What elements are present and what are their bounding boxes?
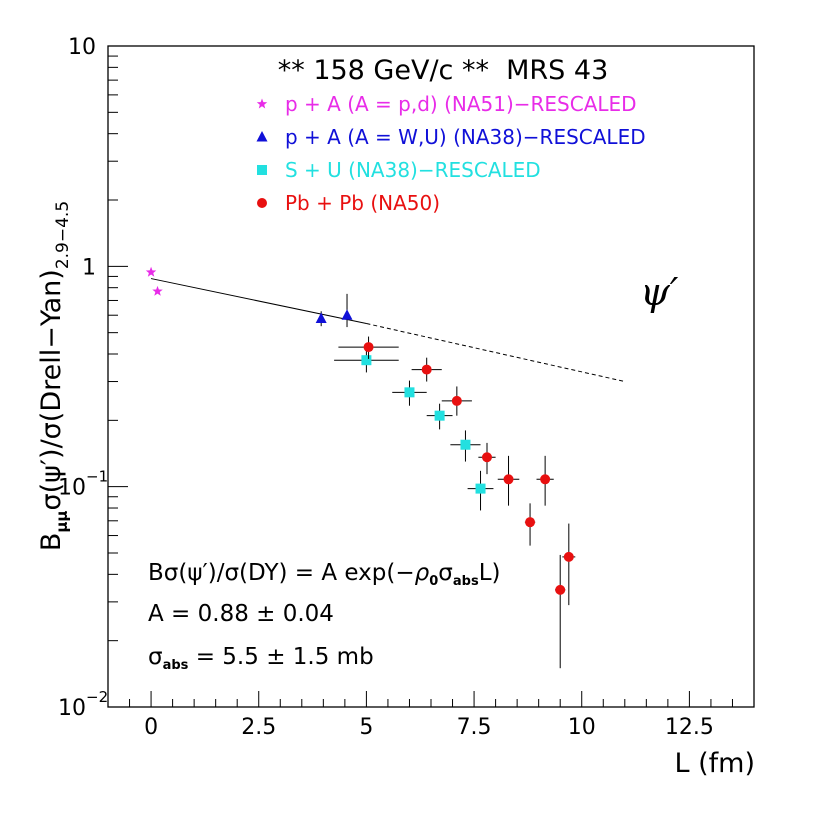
formula-rho-sub: 0 xyxy=(429,574,438,589)
data-point xyxy=(563,551,574,562)
legend-marker xyxy=(256,131,268,142)
x-tick-label: 10 xyxy=(568,715,596,740)
fit-formula: Bσ(ψ′)/σ(DY) = A exp(−ρ0σabsL) xyxy=(148,560,500,589)
y-label-body: σ(ψ′)/σ(Drell−Yan) xyxy=(36,269,67,510)
sigma-abs-symbol: σ xyxy=(148,644,163,670)
legend-label: p + A (A = W,U) (NA38)−RESCALED xyxy=(285,125,646,149)
x-tick-label: 2.5 xyxy=(241,715,276,740)
chart-title: ** 158 GeV/c ** MRS 43 xyxy=(278,55,609,86)
legend-marker xyxy=(257,165,267,175)
data-point xyxy=(475,483,486,494)
legend-label: Pb + Pb (NA50) xyxy=(285,191,440,215)
sigma-abs-sub: abs xyxy=(163,658,189,673)
x-tick-label: 7.5 xyxy=(457,715,492,740)
formula-lead: Bσ(ψ′)/σ(DY) = A exp(− xyxy=(148,560,415,586)
legend-marker xyxy=(256,98,268,109)
y-axis-label: Bμμσ(ψ′)/σ(Drell−Yan)2.9−4.5 xyxy=(36,201,73,551)
formula-sigma: σ xyxy=(438,560,453,586)
fit-line-dashed xyxy=(366,323,625,383)
data-point xyxy=(361,355,372,366)
data-point xyxy=(145,266,157,277)
amplitude-annotation: A = 0.88 ± 0.04 xyxy=(148,601,334,627)
data-point xyxy=(404,387,415,398)
particle-label: ψ′ xyxy=(640,270,679,314)
y-tick-exponent: −2 xyxy=(86,688,108,706)
data-point xyxy=(525,517,536,528)
data-point xyxy=(503,474,514,485)
axis-ticks xyxy=(108,55,755,708)
legend: p + A (A = p,d) (NA51)−RESCALED p + A (A … xyxy=(256,92,646,215)
data-point xyxy=(341,309,353,320)
data-point xyxy=(152,285,163,296)
y-tick-label: 1 xyxy=(82,255,96,280)
sigma-abs-annotation: σabs = 5.5 ± 1.5 mb xyxy=(148,644,374,673)
data-point xyxy=(363,342,374,353)
data-point xyxy=(540,474,551,485)
data-point xyxy=(434,410,445,421)
legend-marker xyxy=(257,198,267,208)
formula-tail: L) xyxy=(479,560,501,586)
legend-label: S + U (NA38)−RESCALED xyxy=(285,158,541,182)
x-tick-label: 0 xyxy=(144,715,158,740)
x-tick-label: 5 xyxy=(359,715,373,740)
data-point xyxy=(460,439,471,450)
y-label-mumu: μμ xyxy=(53,511,71,533)
fit-line xyxy=(150,278,625,383)
data-point xyxy=(421,364,432,375)
fit-line-solid xyxy=(150,278,367,325)
y-tick-label: 10−2 xyxy=(58,688,108,721)
data-point xyxy=(315,312,327,323)
y-tick-label: 10 xyxy=(68,35,96,60)
y-label-b: B xyxy=(36,533,67,552)
data-point xyxy=(555,584,566,595)
data-point xyxy=(451,395,462,406)
legend-label: p + A (A = p,d) (NA51)−RESCALED xyxy=(285,92,637,116)
y-tick-exponent: −1 xyxy=(86,468,108,486)
formula-sigma-sub: abs xyxy=(453,574,479,589)
x-tick-label: 12.5 xyxy=(665,715,714,740)
data-point xyxy=(481,452,492,463)
data-points xyxy=(145,266,576,669)
sigma-abs-value: = 5.5 ± 1.5 mb xyxy=(188,644,373,670)
y-label-range: 2.9−4.5 xyxy=(53,201,73,269)
x-axis-label: L (fm) xyxy=(675,748,756,779)
formula-rho: ρ xyxy=(415,560,430,586)
